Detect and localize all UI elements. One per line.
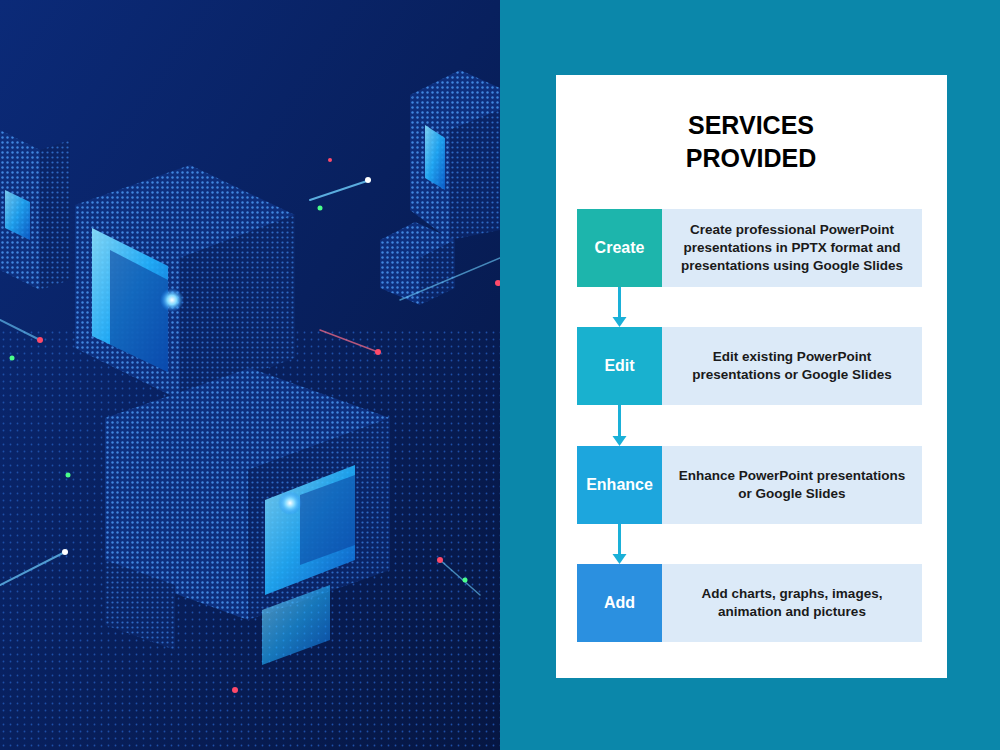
step-description: Add charts, graphs, images, animation an… (672, 585, 912, 621)
diagram-title: SERVICES PROVIDED (661, 109, 841, 175)
step-description-box: Enhance PowerPoint presentations or Goog… (662, 446, 922, 524)
spark (37, 337, 43, 343)
glow-panel (300, 475, 355, 565)
spark (66, 473, 71, 478)
spark (10, 356, 15, 361)
cube-big (75, 165, 295, 400)
cube-face (410, 95, 450, 240)
step-description: Edit existing PowerPoint presentations o… (672, 348, 912, 384)
glow-panel (5, 190, 30, 240)
cube-face (180, 215, 295, 400)
light-streaks (0, 180, 500, 595)
streak (0, 552, 65, 585)
step-label-box: Enhance (577, 446, 662, 524)
glow-panel (265, 465, 355, 595)
flow-arrow (613, 524, 627, 564)
dot-ground (0, 330, 500, 750)
cube-face (0, 130, 40, 290)
spark (232, 687, 238, 693)
step-label-box: Edit (577, 327, 662, 405)
spark (495, 280, 500, 286)
arrow-line (618, 524, 621, 555)
step-description-box: Edit existing PowerPoint presentations o… (662, 327, 922, 405)
spark (328, 158, 332, 162)
glow-panel (92, 228, 168, 372)
cube-face (450, 110, 500, 240)
background (0, 0, 500, 750)
streak (320, 330, 378, 352)
arrow-head (613, 554, 627, 564)
arrow-head (613, 317, 627, 327)
cube-face (420, 240, 455, 305)
streak (440, 560, 480, 595)
flow-arrow (613, 405, 627, 446)
arrow-line (618, 287, 621, 318)
arrow-head (613, 436, 627, 446)
cube-lower (105, 368, 390, 665)
spark (365, 177, 371, 183)
spark (160, 288, 184, 312)
step-label: Enhance (586, 476, 653, 494)
streak (400, 258, 500, 300)
spark (375, 349, 381, 355)
spark (437, 557, 443, 563)
cube-face (105, 560, 175, 650)
step-description: Enhance PowerPoint presentations or Goog… (672, 467, 912, 503)
step-label-box: Create (577, 209, 662, 287)
step-label: Create (595, 239, 645, 257)
tech-illustration (0, 0, 500, 750)
glow-panel (262, 585, 330, 665)
cube-far-left (0, 130, 70, 290)
spark (318, 206, 323, 211)
step-label: Add (604, 594, 635, 612)
streak (0, 320, 40, 340)
glow-panel (110, 250, 168, 372)
arrow-line (618, 405, 621, 437)
streak (310, 180, 370, 200)
step-label: Edit (604, 357, 634, 375)
spark (463, 578, 468, 583)
cube-top-right (410, 70, 500, 240)
step-label-box: Add (577, 564, 662, 642)
cube-face (380, 240, 420, 305)
step-description-box: Add charts, graphs, images, animation an… (662, 564, 922, 642)
flow-arrow (613, 287, 627, 327)
glow-panel (425, 125, 445, 190)
light-dots (10, 158, 501, 693)
spark (62, 549, 68, 555)
cube-face (40, 140, 70, 290)
spark (278, 491, 302, 515)
step-description: Create professional PowerPoint presentat… (672, 221, 912, 275)
step-description-box: Create professional PowerPoint presentat… (662, 209, 922, 287)
